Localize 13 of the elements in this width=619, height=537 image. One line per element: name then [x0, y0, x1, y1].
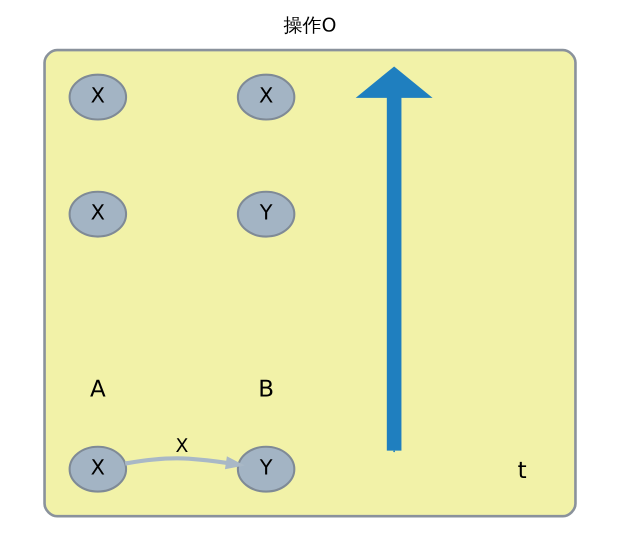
node-ellipse: X: [236, 74, 295, 121]
node-ellipse: X: [68, 190, 127, 238]
cluster: [42, 48, 576, 518]
diagram-title: 操作O: [283, 16, 336, 37]
label: A: [89, 376, 106, 403]
node-ellipse: Y: [236, 190, 295, 238]
label: B: [258, 376, 274, 403]
node-ellipse: X: [68, 446, 127, 493]
edge-label: X: [175, 436, 188, 457]
label: t: [517, 458, 526, 484]
arrow: [124, 456, 244, 470]
node-ellipse: X: [68, 74, 127, 121]
node-ellipse: Y: [236, 446, 295, 493]
